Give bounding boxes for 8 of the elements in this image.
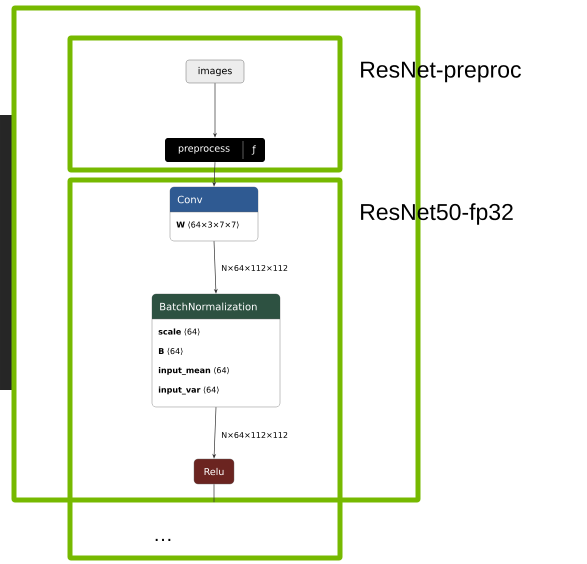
- input-box: images: [186, 60, 244, 84]
- operator-box: Relu: [194, 458, 234, 484]
- operator-box: Conv W ⟨64×3×7×7⟩: [170, 186, 258, 242]
- operator-box: BatchNormalization scale ⟨64⟩ B ⟨64⟩ input_mean ⟨64⟩ input_var ⟨64⟩: [152, 294, 280, 408]
- function-box: preprocess ƒ: [165, 138, 265, 162]
- ellipsis: …: [156, 538, 170, 542]
- edge-label: N×64×112×112: [220, 264, 290, 272]
- edge-label: N×64×112×112: [220, 430, 290, 440]
